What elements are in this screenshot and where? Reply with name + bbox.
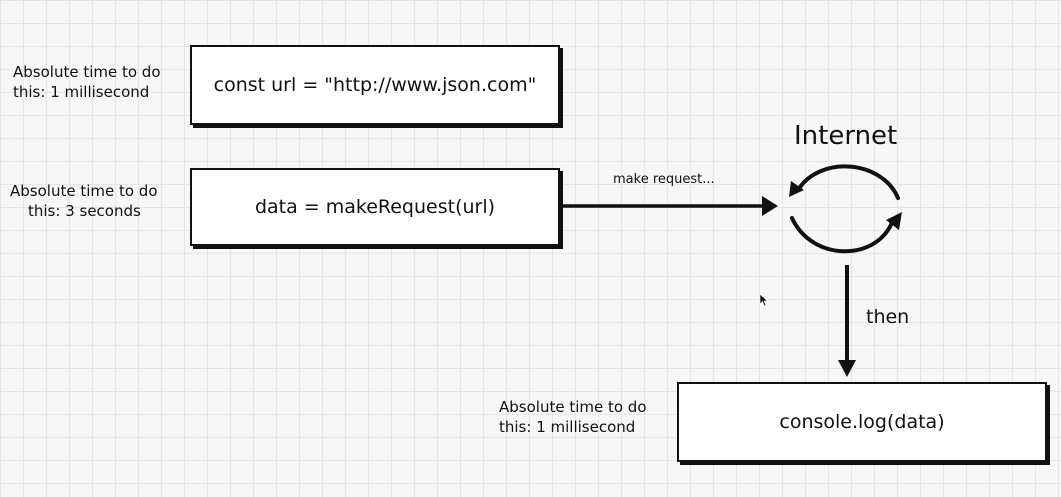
step3-code-box: console.log(data): [677, 382, 1047, 462]
step3-note-line1: Absolute time to do: [499, 398, 647, 416]
step3-code-text: console.log(data): [779, 411, 945, 433]
then-arrow: [838, 265, 856, 377]
step2-time-note: Absolute time to do this: 3 seconds: [10, 181, 158, 221]
cycle-arrows-icon: [789, 164, 902, 254]
step1-note-line1: Absolute time to do: [13, 63, 161, 81]
step2-note-line2: this: 3 seconds: [28, 202, 141, 220]
step1-time-note: Absolute time to do this: 1 millisecond: [13, 62, 161, 102]
step1-code-text: const url = "http://www.json.com": [213, 74, 537, 96]
step2-note-line1: Absolute time to do: [10, 182, 158, 200]
mouse-cursor-icon: [759, 293, 769, 307]
step3-time-note: Absolute time to do this: 1 millisecond: [499, 397, 647, 437]
step2-code-box: data = makeRequest(url): [190, 168, 560, 246]
make-request-label: make request...: [613, 172, 715, 187]
step2-code-text: data = makeRequest(url): [254, 196, 496, 218]
request-arrow: [562, 196, 778, 216]
step1-note-line2: this: 1 millisecond: [13, 83, 150, 101]
step1-code-box: const url = "http://www.json.com": [190, 45, 560, 125]
step3-note-line2: this: 1 millisecond: [499, 418, 636, 436]
then-label: then: [866, 306, 910, 328]
internet-label: Internet: [794, 121, 898, 151]
